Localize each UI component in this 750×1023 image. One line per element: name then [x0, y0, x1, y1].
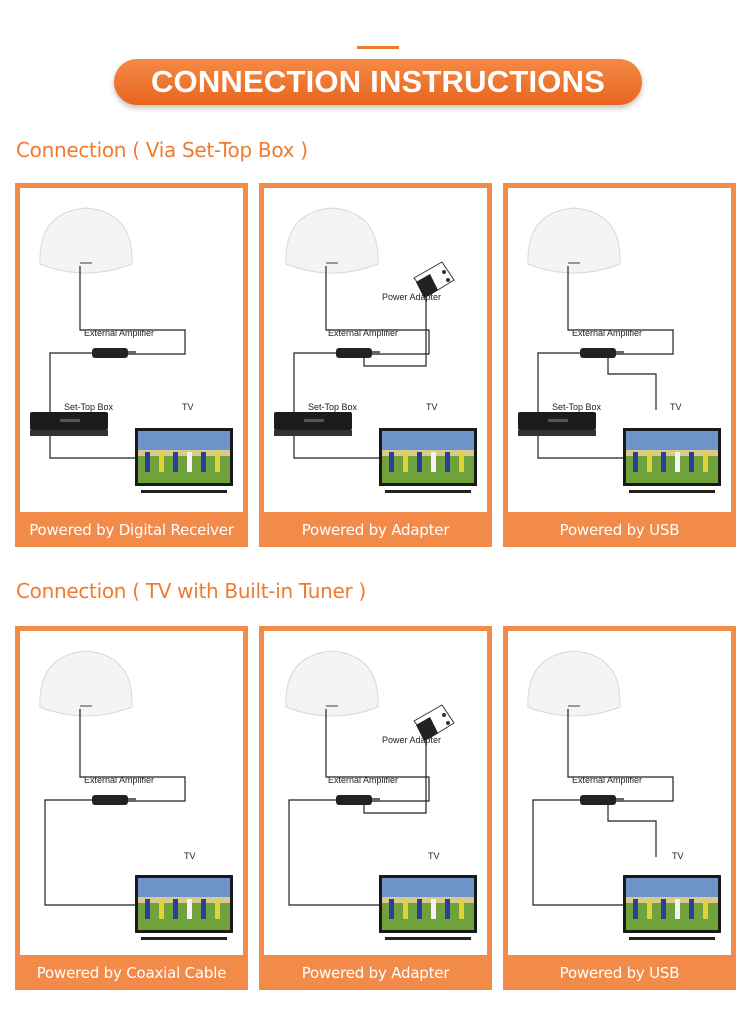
section-title-settop: Connection ( Via Set-Top Box ) — [16, 138, 308, 162]
tv-label: TV — [428, 851, 440, 861]
antenna-icon — [39, 207, 133, 274]
amplifier-icon — [580, 348, 624, 358]
amplifier-label: External Amplifier — [84, 775, 154, 785]
panel-caption: Powered by Coaxial Cable — [36, 963, 227, 982]
tv-icon — [135, 428, 233, 493]
cable-line — [567, 266, 674, 355]
antenna-icon — [39, 650, 133, 717]
panel-caption: Powered by Adapter — [301, 520, 450, 539]
panel-caption: Powered by USB — [559, 520, 680, 539]
panel-caption: Powered by Digital Receiver — [29, 520, 234, 539]
tv-label: TV — [670, 402, 682, 412]
antenna-icon — [527, 650, 621, 717]
set-top-box-icon — [518, 412, 596, 436]
set-top-box-label: Set-Top Box — [552, 402, 602, 412]
cable-line — [363, 731, 427, 814]
section-title-tuner: Connection ( TV with Built-in Tuner ) — [16, 579, 367, 603]
power-adapter-icon — [413, 704, 455, 741]
power-adapter-icon — [413, 261, 455, 298]
antenna-icon — [527, 207, 621, 274]
cable-line — [293, 352, 336, 412]
cable-line — [49, 352, 92, 412]
amplifier-icon — [580, 795, 624, 805]
set-top-box-icon — [30, 412, 108, 436]
set-top-box-label: Set-Top Box — [308, 402, 358, 412]
antenna-icon — [285, 207, 379, 274]
amplifier-icon — [92, 795, 136, 805]
tv-icon — [379, 875, 477, 940]
cable-line — [567, 709, 674, 802]
cable-line — [79, 709, 186, 802]
panel-caption: Powered by USB — [559, 963, 680, 982]
tv-icon — [379, 428, 477, 493]
antenna-icon — [285, 650, 379, 717]
cable-line — [44, 799, 135, 906]
amplifier-icon — [336, 348, 380, 358]
tv-icon — [135, 875, 233, 940]
cable-line — [537, 436, 623, 459]
amplifier-label: External Amplifier — [84, 328, 154, 338]
tv-label: TV — [182, 402, 194, 412]
cable-line — [363, 288, 427, 367]
panel-caption: Powered by Adapter — [301, 963, 450, 982]
tv-label: TV — [426, 402, 438, 412]
amplifier-label: External Amplifier — [572, 775, 642, 785]
cable-line — [293, 436, 379, 459]
tv-label: TV — [184, 851, 196, 861]
power-adapter-label: Power Adapter — [382, 292, 441, 302]
amplifier-label: External Amplifier — [572, 328, 642, 338]
set-top-box-icon — [274, 412, 352, 436]
tv-label: TV — [672, 851, 684, 861]
cable-line — [325, 266, 430, 355]
amplifier-label: External Amplifier — [328, 328, 398, 338]
tv-icon — [623, 875, 721, 940]
cable-line — [607, 358, 657, 410]
tv-icon — [623, 428, 721, 493]
cable-line — [288, 799, 379, 906]
accent-line — [357, 46, 399, 49]
set-top-box-label: Set-Top Box — [64, 402, 114, 412]
cable-line — [79, 266, 186, 355]
cable-line — [49, 436, 135, 459]
cable-line — [537, 352, 580, 412]
amplifier-icon — [92, 348, 136, 358]
cable-line — [607, 805, 657, 857]
amplifier-icon — [336, 795, 380, 805]
page-title: CONNECTION INSTRUCTIONS — [150, 64, 606, 99]
power-adapter-label: Power Adapter — [382, 735, 441, 745]
cable-line — [325, 709, 430, 802]
amplifier-label: External Amplifier — [328, 775, 398, 785]
page-title-banner: CONNECTION INSTRUCTIONS — [114, 59, 642, 105]
cable-line — [532, 799, 623, 906]
